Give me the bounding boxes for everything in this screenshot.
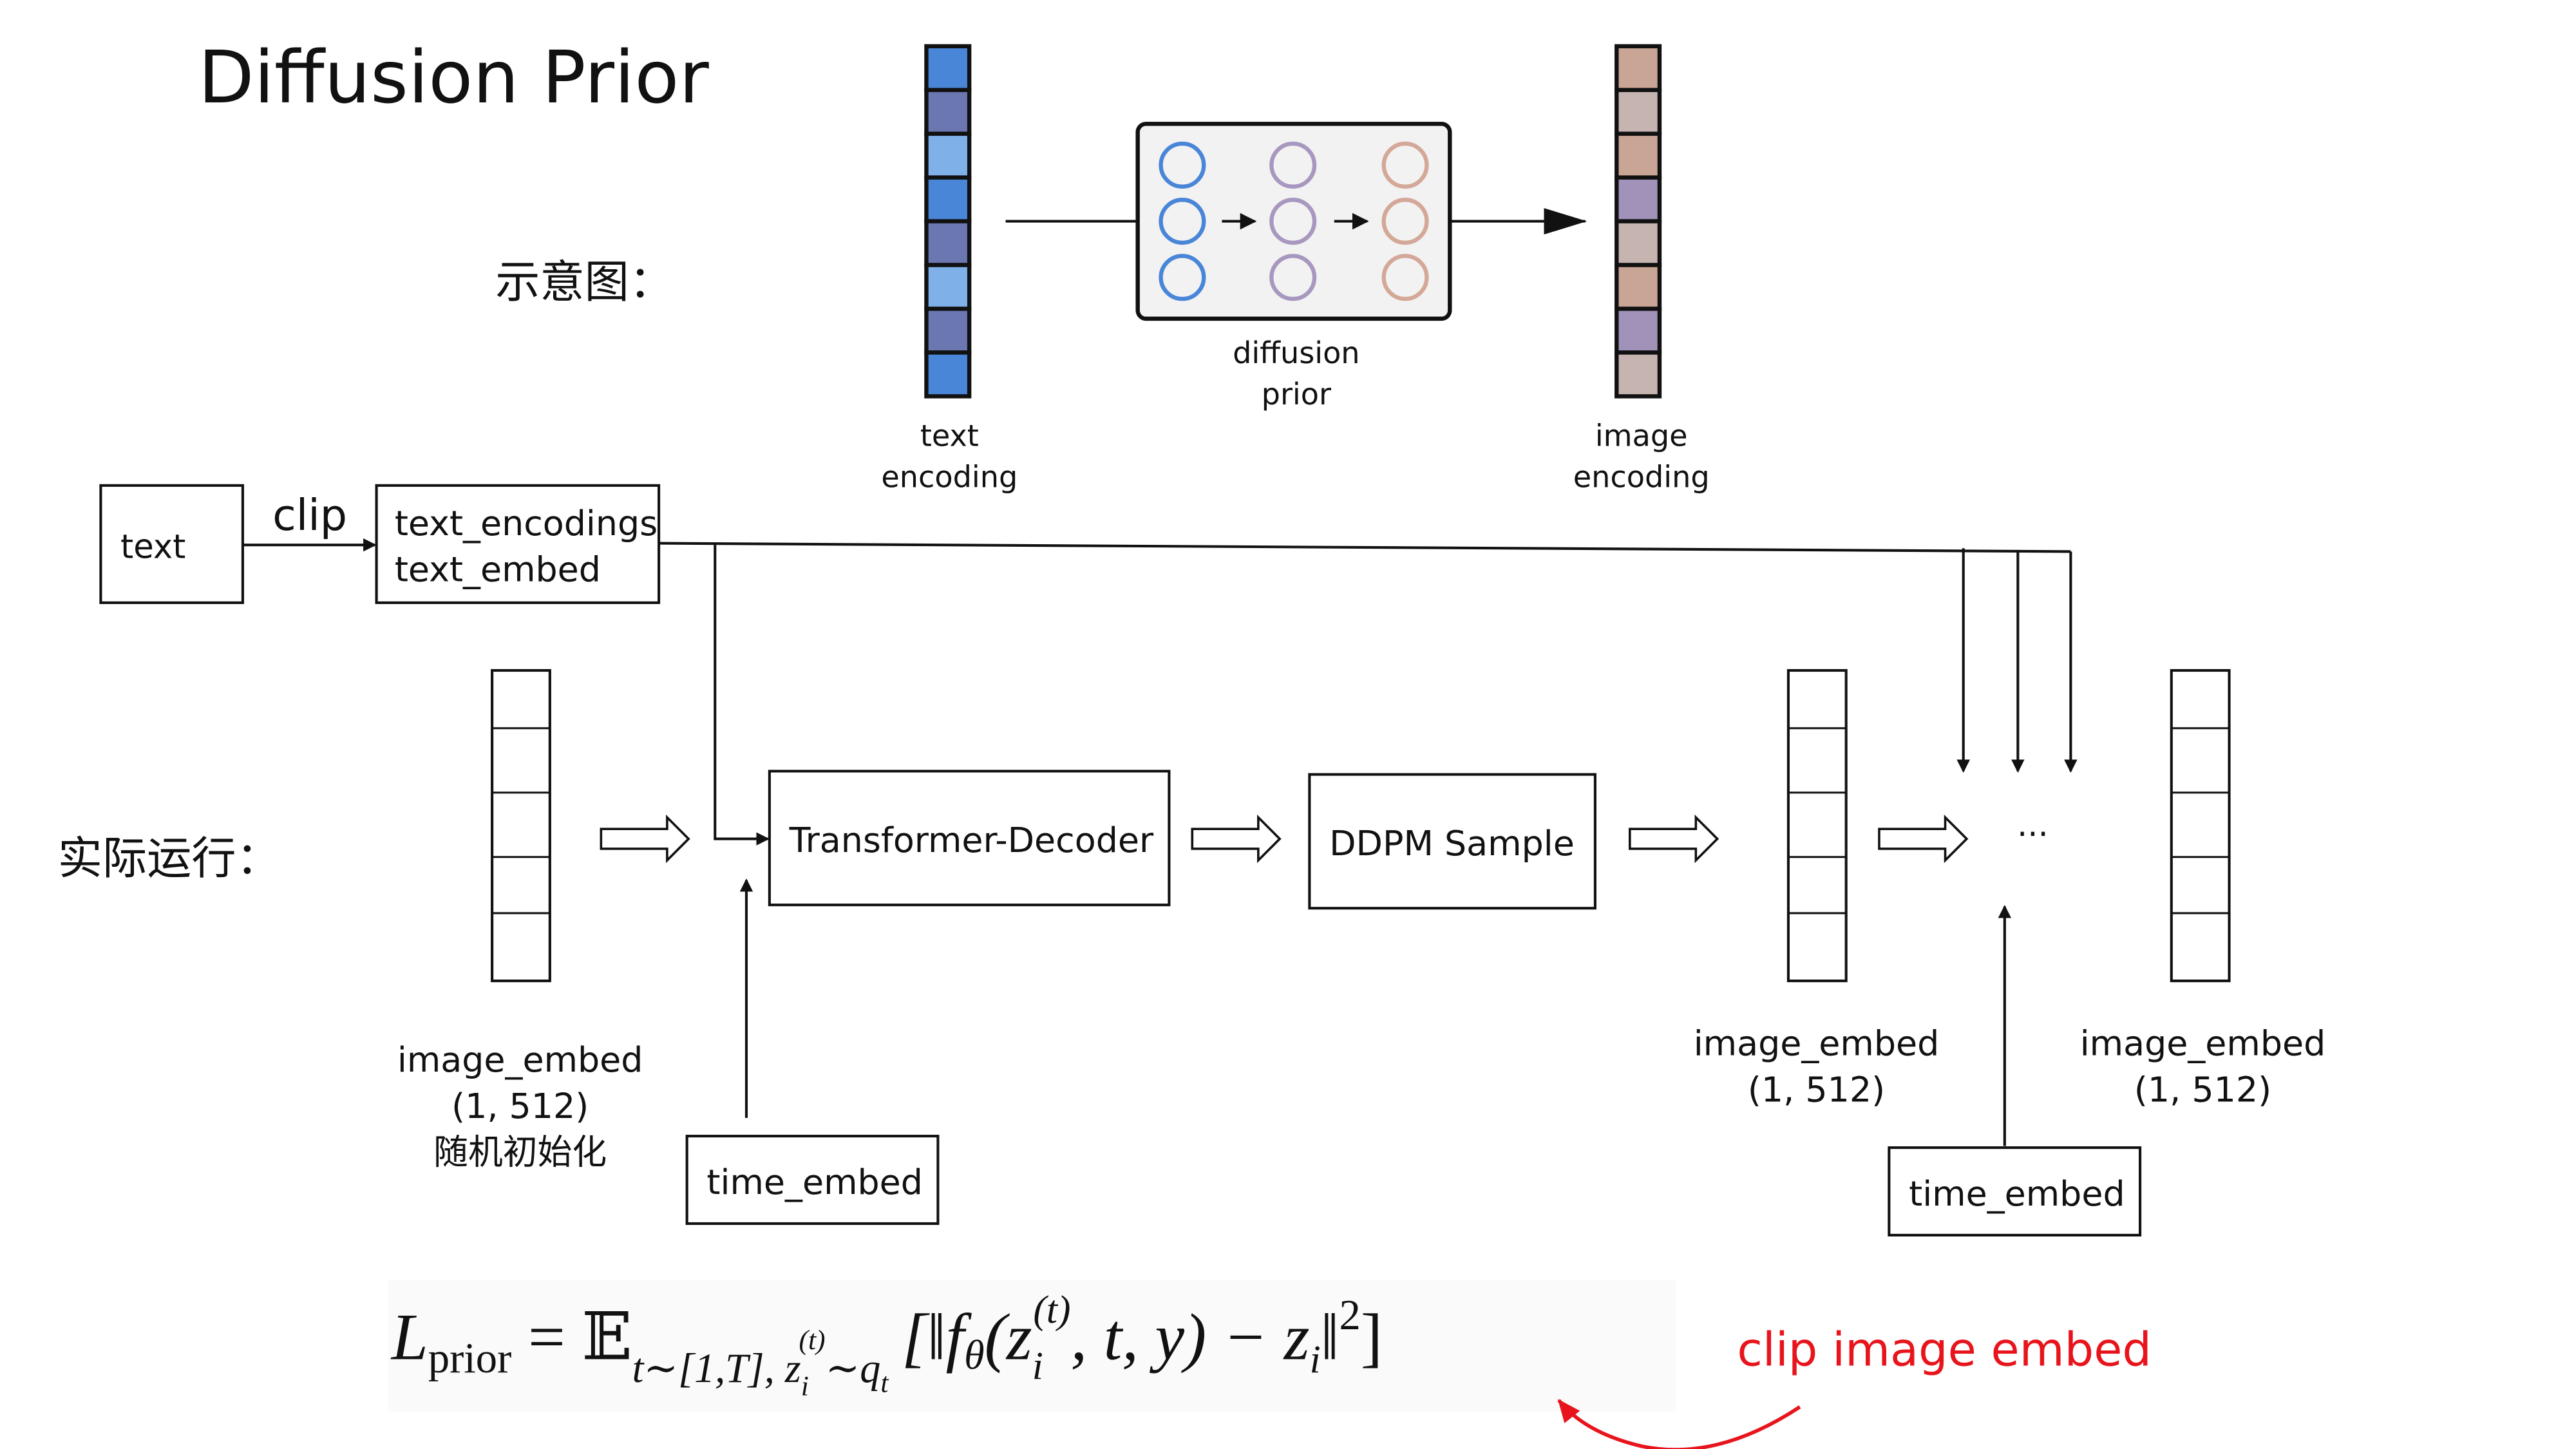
vector-cell: [1615, 131, 1662, 180]
ddpm-sample-box: [1308, 773, 1596, 910]
transformer-decoder-box: [768, 770, 1171, 907]
prior-label-1: diffusion: [1233, 336, 1359, 370]
ddpm-sample-label: DDPM Sample: [1329, 823, 1575, 864]
text-encoding-label-2: encoding: [881, 459, 1018, 494]
vector-cell: [924, 44, 972, 92]
text-encoding-vector: [924, 44, 972, 399]
neuron-node: [1269, 141, 1317, 189]
neuron-node: [1269, 254, 1317, 301]
vector-cell: [924, 350, 972, 399]
image-embed-vector-step: [1786, 668, 1848, 983]
image-encoding-vector: [1615, 44, 1662, 399]
embed-3-shape: (1, 512): [2134, 1069, 2271, 1110]
vector-cell: [1615, 175, 1662, 223]
embed-1-shape: (1, 512): [451, 1086, 589, 1126]
text-box: [99, 484, 244, 604]
image-embed-vector-random: [491, 668, 551, 983]
text-embed-label: text_embed: [395, 549, 601, 590]
neuron-node: [1159, 254, 1206, 301]
clip-image-embed-annotation: clip image embed: [1737, 1323, 2152, 1377]
neuron-node: [1159, 198, 1206, 245]
loss-formula: Lprior=𝔼t∼[1,T], zi(t)∼qt[‖fθ(zi(t), t, …: [390, 1288, 1383, 1402]
transformer-decoder-label: Transformer-Decoder: [789, 820, 1154, 860]
vector-cell: [1615, 263, 1662, 311]
hollow-arrow-icon: [1628, 814, 1719, 864]
embed-1-note: 随机初始化: [433, 1132, 607, 1173]
formula-background: [388, 1280, 1676, 1412]
schematic-label: 示意图：: [495, 257, 674, 308]
vector-outline: [1786, 668, 1848, 983]
text-encodings-label: text_encodings: [395, 503, 658, 544]
image-embed-vector-final: [2170, 668, 2231, 983]
hollow-arrow-icon: [1191, 814, 1282, 864]
vector-cell: [924, 131, 972, 180]
text-encoding-label-1: text: [920, 418, 979, 453]
text-encodings-box: [375, 484, 661, 604]
vector-cell: [924, 263, 972, 311]
vector-cell: [1615, 307, 1662, 355]
text-box-label: text: [120, 528, 185, 567]
ellipsis: ···: [2017, 815, 2049, 854]
vector-cell: [1615, 44, 1662, 92]
embed-1-name: image_embed: [397, 1039, 643, 1080]
time-embed-label-2: time_embed: [1909, 1173, 2125, 1214]
embed-2-shape: (1, 512): [1748, 1069, 1885, 1110]
vector-cell: [1615, 350, 1662, 399]
embed-2-name: image_embed: [1694, 1023, 1940, 1063]
vector-cell: [924, 307, 972, 355]
vector-cell: [924, 219, 972, 267]
image-encoding-label-1: image: [1595, 418, 1688, 453]
neuron-node: [1381, 198, 1429, 245]
vector-cell: [924, 88, 972, 136]
neuron-node: [1381, 141, 1429, 189]
annotation-arrow-icon: [1557, 1399, 1801, 1449]
diffusion-prior-box: [1135, 122, 1452, 321]
vector-cell: [924, 175, 972, 223]
vector-cell: [1615, 219, 1662, 267]
vector-outline: [491, 668, 551, 983]
time-embed-box-1: [685, 1135, 940, 1226]
runtime-label: 实际运行：: [58, 833, 281, 884]
neuron-node: [1381, 254, 1429, 301]
neuron-node: [1159, 141, 1206, 189]
embed-3-name: image_embed: [2080, 1023, 2326, 1063]
hollow-arrow-icon: [1878, 814, 1969, 864]
network-layers: [1159, 141, 1429, 301]
vector-cell: [1615, 88, 1662, 136]
image-encoding-label-2: encoding: [1573, 459, 1710, 494]
text-embed-to-decoder-arrow: [714, 545, 770, 846]
time-embed-label-1: time_embed: [706, 1162, 923, 1202]
vector-outline: [2170, 668, 2231, 983]
clip-label: clip: [272, 490, 347, 540]
page-title: Diffusion Prior: [198, 35, 710, 120]
flow-arrows: [600, 814, 1969, 864]
hollow-arrow-icon: [600, 814, 690, 864]
prior-label-2: prior: [1262, 377, 1331, 412]
neuron-node: [1269, 198, 1317, 245]
time-embed-box-2: [1888, 1146, 2142, 1237]
text-embed-bus-line: [659, 542, 2071, 553]
